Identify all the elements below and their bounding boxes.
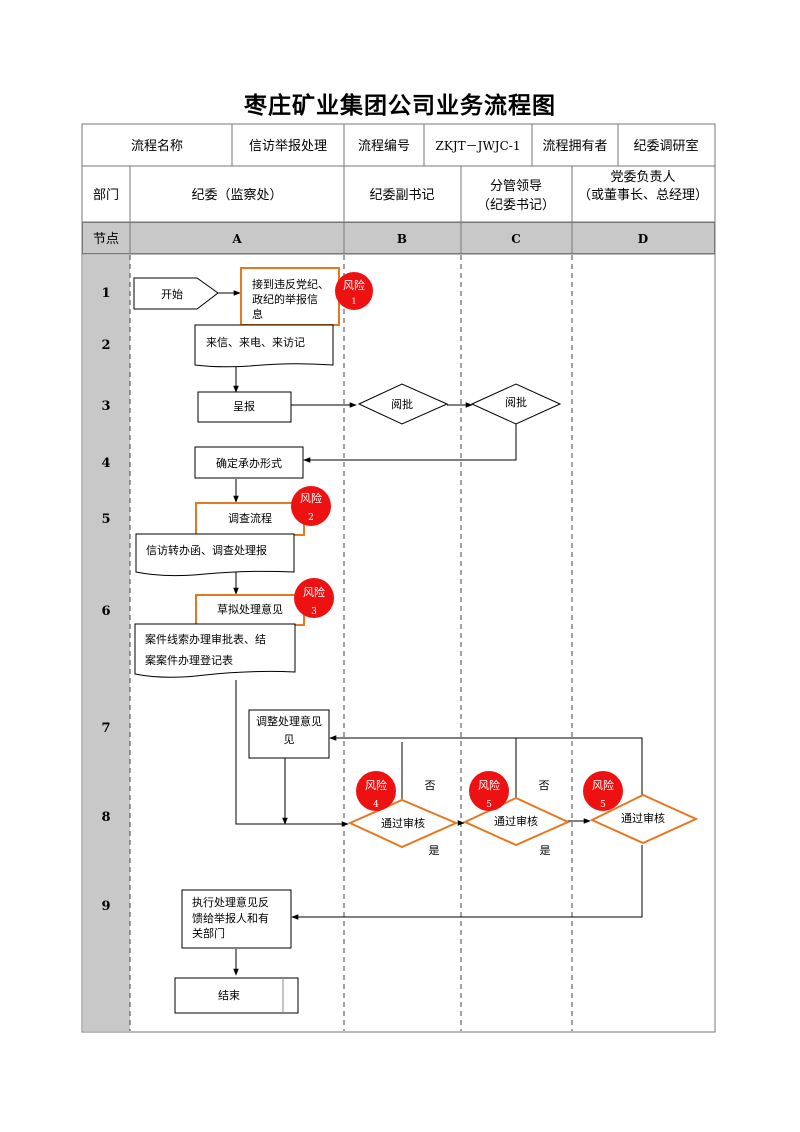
- review-c-diamond: 通过审核: [462, 796, 571, 847]
- dept-lane-c-line1: 分管领导: [490, 179, 542, 194]
- process-owner-label: 流程拥有者: [542, 139, 607, 154]
- end-label: 结束: [218, 989, 240, 1002]
- process-name-label: 流程名称: [131, 138, 183, 154]
- draft-box: 草拟处理意见: [195, 594, 305, 626]
- page-title: 枣庄矿业集团公司业务流程图: [244, 93, 556, 119]
- decide-label: 确定承办形式: [216, 456, 282, 470]
- arrow-review-d-no-to-adjust: [329, 735, 643, 798]
- review-d-label: 通过审核: [621, 811, 665, 825]
- investigate-label: 调查流程: [228, 511, 272, 525]
- approve-b-label: 阅批: [391, 397, 413, 411]
- investigate-doc-label: 信访转办函、调查处理报: [146, 543, 267, 557]
- risk-label: 风险: [365, 778, 387, 792]
- step-number: 1: [101, 286, 110, 301]
- node-lane-a: A: [231, 232, 242, 246]
- step-number: 6: [101, 604, 110, 619]
- review-b-no-label: 否: [425, 779, 436, 792]
- risk-badge: 风险 3: [294, 578, 334, 618]
- risk-badge: 风险 2: [291, 486, 331, 526]
- start-label: 开始: [161, 287, 183, 301]
- review-d-diamond: 通过审核: [589, 793, 699, 845]
- review-c-label: 通过审核: [494, 814, 538, 828]
- records-document: 来信、来电、来访记: [194, 324, 334, 368]
- dept-lane-d-line1: 党委负责人: [610, 170, 675, 185]
- risk-badge: 风险 1: [335, 272, 373, 310]
- risk-badge: 风险 5: [469, 771, 509, 811]
- records-label: 来信、来电、来访记: [206, 336, 305, 349]
- risk-number: 5: [600, 800, 606, 810]
- risk-number: 2: [308, 513, 314, 523]
- risk-badge: 风险 4: [356, 771, 396, 811]
- risk-label: 风险: [303, 585, 325, 599]
- receive-report-box: 接到违反党纪、 政纪的举报信 息: [240, 267, 340, 326]
- dept-lane-b: 纪委副书记: [369, 188, 434, 203]
- adjust-line2: 见: [284, 733, 295, 746]
- step-number: 2: [101, 338, 110, 353]
- investigate-box: 调查流程: [195, 502, 305, 536]
- execute-line2: 馈给举报人和有: [192, 911, 269, 925]
- dept-lane-a: 纪委（监察处）: [191, 188, 282, 203]
- header-table: [81, 123, 716, 1033]
- case-document: 案件线索办理审批表、结 案案件办理登记表: [134, 623, 296, 678]
- investigate-document: 信访转办函、调查处理报: [135, 533, 295, 577]
- dept-lane-c-line2: （纪委书记）: [477, 198, 555, 213]
- node-lane-b: B: [397, 232, 407, 246]
- risk-label: 风险: [478, 778, 500, 792]
- arrow-approve-c-to-decide: [303, 424, 517, 463]
- step-number: 7: [101, 721, 110, 736]
- risk-label: 风险: [300, 491, 322, 505]
- step-number: 3: [101, 399, 110, 414]
- receive-line1: 接到违反党纪、: [252, 278, 329, 291]
- risk-number: 4: [373, 800, 379, 810]
- connectors: [218, 290, 643, 976]
- receive-line2: 政纪的举报信: [252, 292, 318, 306]
- arrow-doc-to-review-b: [235, 680, 349, 827]
- process-code-label: 流程编号: [358, 139, 410, 154]
- report-label: 呈报: [233, 399, 255, 413]
- receive-line3: 息: [252, 307, 263, 321]
- adjust-box: 调整处理意见 见: [248, 709, 330, 759]
- review-c-no-label: 否: [539, 779, 550, 792]
- execute-line3: 关部门: [192, 926, 225, 940]
- execute-box: 执行处理意见反 馈给举报人和有 关部门: [181, 889, 292, 949]
- risk-label: 风险: [343, 278, 365, 292]
- step-number: 4: [101, 456, 110, 471]
- process-owner-value: 纪委调研室: [633, 138, 698, 154]
- report-box: 呈报: [197, 391, 292, 423]
- start-shape: 开始: [133, 277, 219, 310]
- process-name-value: 信访举报处理: [249, 139, 327, 154]
- review-b-label: 通过审核: [381, 816, 425, 830]
- risk-number: 3: [311, 607, 317, 617]
- risk-badge: 风险 5: [583, 771, 623, 811]
- risk-label: 风险: [592, 778, 614, 792]
- adjust-line1: 调整处理意见: [256, 714, 322, 728]
- risk-number: 1: [351, 297, 356, 306]
- step-number: 5: [101, 512, 110, 527]
- review-c-yes-label: 是: [540, 844, 551, 857]
- approve-b-diamond: 阅批: [357, 383, 449, 425]
- approve-c-label: 阅批: [505, 395, 527, 409]
- review-b-yes-label: 是: [429, 844, 440, 857]
- process-code-value: ZKJT－JWJC-1: [436, 139, 521, 153]
- decide-box: 确定承办形式: [194, 446, 304, 479]
- case-doc-line1: 案件线索办理审批表、结: [145, 632, 266, 646]
- node-lane-d: D: [638, 232, 648, 246]
- arrow-review-d-to-execute: [291, 845, 643, 920]
- execute-line1: 执行处理意见反: [192, 895, 269, 909]
- end-box: 结束: [174, 977, 299, 1014]
- approve-c-diamond: 阅批: [470, 383, 562, 425]
- dept-lane-d-line2: （或董事长、总经理）: [578, 188, 708, 203]
- step-number: 8: [101, 810, 110, 825]
- risk-number: 5: [486, 800, 492, 810]
- case-doc-line2: 案案件办理登记表: [145, 653, 233, 667]
- node-label: 节点: [93, 232, 119, 247]
- draft-label: 草拟处理意见: [217, 602, 283, 616]
- step-number: 9: [101, 899, 110, 914]
- dept-label: 部门: [93, 188, 119, 203]
- node-lane-c: C: [511, 232, 521, 246]
- review-b-diamond: 通过审核: [347, 798, 459, 849]
